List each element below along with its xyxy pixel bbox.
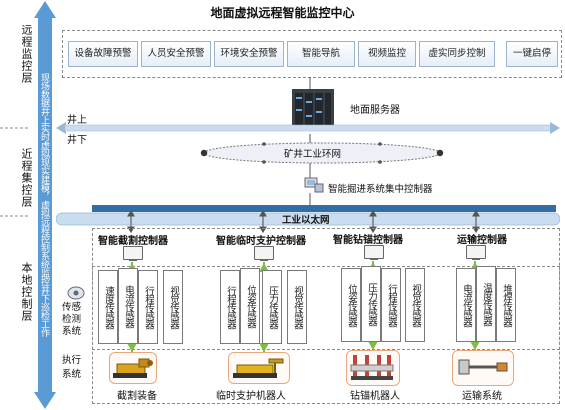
vertical-arrow-text: 现场数据井上实时虚拟现实建模，虚拟远程控制系统监控井下巡检工作 (39, 73, 49, 337)
sensor-current: 电流传感器 (456, 268, 476, 342)
sensor-temperature: 温度传感器 (476, 266, 496, 342)
diagram-title: 地面虚拟远程智能监控中心 (210, 6, 355, 20)
cutting-controller-icon (123, 246, 143, 261)
transport-controller-label: 运输控制器 (457, 235, 507, 246)
server-room-icon (292, 89, 334, 129)
feature-one-key-start-stop: 一键启停 (506, 41, 558, 67)
near-layer-label: 近程集控层 (20, 148, 33, 208)
sensor-current: 电流传感器 (118, 268, 138, 344)
well-below-label: 井下 (67, 135, 87, 146)
support-robot-label: 临时支护机器人 (216, 391, 286, 402)
local-layer-label: 本地控制层 (20, 262, 33, 322)
sensor-pressure: 压力传感器 (361, 266, 381, 342)
central-controller-icon (304, 177, 324, 193)
central-controller-label: 智能掘进系统集中控制器 (328, 184, 433, 195)
sensor-travel: 行程传感器 (381, 268, 401, 342)
sensor-vision: 视觉传感器 (287, 270, 307, 344)
ground-server-label: 地面服务器 (350, 105, 400, 116)
support-robot-icon (233, 358, 284, 378)
sensor-pressure: 压力传感器 (262, 270, 282, 344)
feature-device-fault-warning: 设备故障预警 (68, 41, 138, 67)
support-controller-label: 智能临时支护控制器 (216, 236, 306, 247)
sensing-system-icon (67, 286, 85, 300)
feature-smart-navigation: 智能导航 (287, 41, 355, 67)
cutting-equipment-icon (113, 358, 153, 378)
sensor-pose: 位姿传感器 (341, 268, 361, 342)
remote-layer-label: 远程监控层 (20, 24, 33, 84)
feature-virtual-sync-control: 虚实同步控制 (419, 41, 495, 67)
sensor-region-frame (92, 266, 560, 350)
sensor-travel: 行程传感器 (220, 270, 240, 344)
anchor-robot-icon (350, 355, 394, 380)
cutting-equipment-label: 截割装备 (117, 391, 157, 402)
feature-personnel-safety-warning: 人员安全预警 (141, 41, 211, 67)
execution-system-label: 执行系统 (62, 355, 82, 380)
vertical-double-arrow (34, 1, 56, 409)
sensor-pose: 位姿传感器 (240, 268, 260, 344)
feature-panel (62, 30, 562, 78)
feature-environment-safety-warning: 环境安全预警 (214, 41, 284, 67)
ring-network-label: 矿井工业环网 (284, 149, 342, 160)
transport-controller-icon (466, 245, 486, 260)
feature-video-monitoring: 视频监控 (358, 41, 416, 67)
anchor-controller-label: 智能钻锚控制器 (333, 235, 403, 246)
sensor-surfacing: 堆焊传感器 (496, 268, 516, 342)
industrial-ethernet-bus (56, 205, 560, 226)
sensor-vision: 视觉传感器 (163, 270, 183, 344)
ring-network (200, 142, 444, 164)
well-above-label: 井上 (67, 115, 87, 126)
surface-boundary-arrow (56, 122, 560, 134)
sensor-speed: 速度传感器 (98, 270, 118, 344)
transport-system-icon (458, 359, 508, 375)
sensor-vision: 视觉传感器 (405, 268, 425, 342)
cutting-controller-label: 智能截割控制器 (98, 236, 168, 247)
transport-system-label: 运输系统 (462, 391, 502, 402)
support-controller-icon (254, 246, 274, 261)
industrial-ethernet-label: 工业以太网 (282, 215, 330, 226)
sensor-travel: 行程传感器 (138, 270, 158, 344)
anchor-robot-label: 钻锚机器人 (350, 391, 400, 402)
sensing-system-label: 传感检测系统 (62, 302, 82, 337)
anchor-controller-icon (364, 245, 384, 260)
